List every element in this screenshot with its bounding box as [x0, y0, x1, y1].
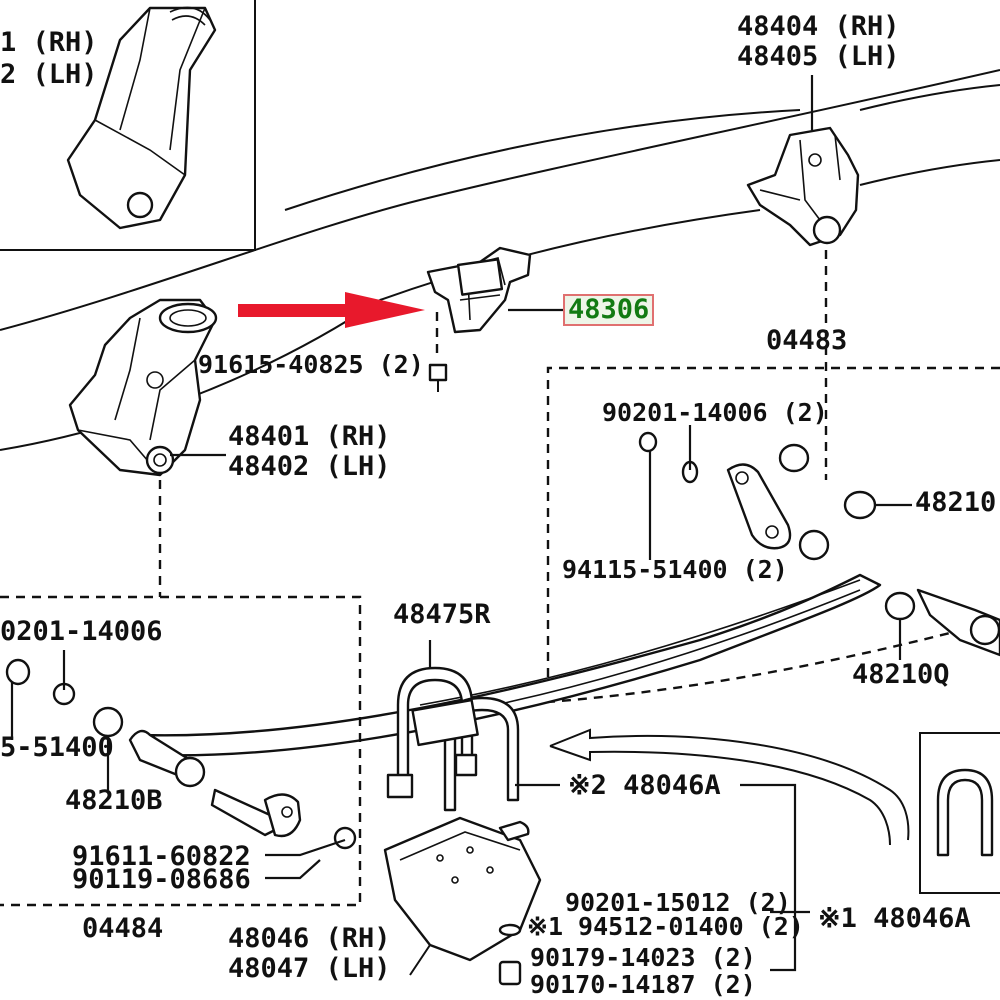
label-48210b: 48210B	[65, 785, 163, 816]
label-90201-14006-left: 0201-14006	[0, 616, 163, 647]
label-90119-08686: 90119-08686	[72, 864, 251, 895]
label-04484: 04484	[82, 913, 164, 944]
label-91611-60822: 91611-60822	[72, 841, 251, 872]
leader-lines	[10, 75, 912, 972]
shackle-group-right	[638, 431, 1000, 657]
label-90179-14023: 90179-14023 (2)	[530, 943, 756, 972]
label-48046a-2: ※2 48046A	[568, 770, 721, 801]
label-94115-51400-left: 5-51400	[0, 732, 114, 763]
assembly-box-04483	[546, 366, 1000, 704]
label-48046-rh: 48046 (RH)	[228, 923, 391, 954]
front-direction-arrow	[549, 728, 910, 846]
label-48475r: 48475R	[393, 599, 491, 630]
label-48404-rh: 48404 (RH)	[737, 11, 900, 42]
u-bolts	[386, 666, 520, 812]
label-48405-lh: 48405 (LH)	[737, 41, 900, 72]
red-pointer-arrow	[238, 292, 425, 328]
label-91615-40825: 91615-40825 (2)	[198, 350, 424, 379]
label-90170-14187: 90170-14187 (2)	[530, 970, 756, 999]
label-48210-right: 48210	[915, 487, 997, 518]
label-48402-lh: 48402 (LH)	[228, 451, 391, 482]
inset-box-top-left	[0, 0, 256, 251]
assembly-box-04484	[0, 595, 362, 907]
spring-seat-plate	[383, 816, 542, 976]
bolt-91615	[428, 312, 448, 392]
label-90201-14006-right: 90201-14006 (2)	[602, 398, 828, 427]
label-48210q: 48210Q	[852, 659, 950, 690]
label-48047-lh: 48047 (LH)	[228, 953, 391, 984]
label-48046a-1: ※1 48046A	[818, 903, 971, 934]
inset-box-bottom-right	[919, 732, 1000, 894]
label-48401-rh: 48401 (RH)	[228, 421, 391, 452]
label-04483: 04483	[766, 325, 848, 356]
shackle-group-left	[5, 658, 357, 850]
shackle-bracket-48404	[746, 126, 860, 247]
label-top-left-rh: 1 (RH)	[0, 27, 98, 58]
label-90201-15012: 90201-15012 (2)	[565, 888, 791, 917]
label-top-left-lh: 2 (LH)	[0, 59, 98, 90]
label-94115-51400-right: 94115-51400 (2)	[562, 555, 788, 584]
leaf-spring	[128, 573, 882, 780]
bumper-48306	[426, 246, 532, 334]
hardware-bottom	[498, 923, 522, 986]
label-48306-highlighted[interactable]: 48306	[563, 294, 655, 326]
bracket-48401	[68, 298, 218, 477]
label-94512-01400: ※1 94512-01400 (2)	[527, 912, 804, 941]
